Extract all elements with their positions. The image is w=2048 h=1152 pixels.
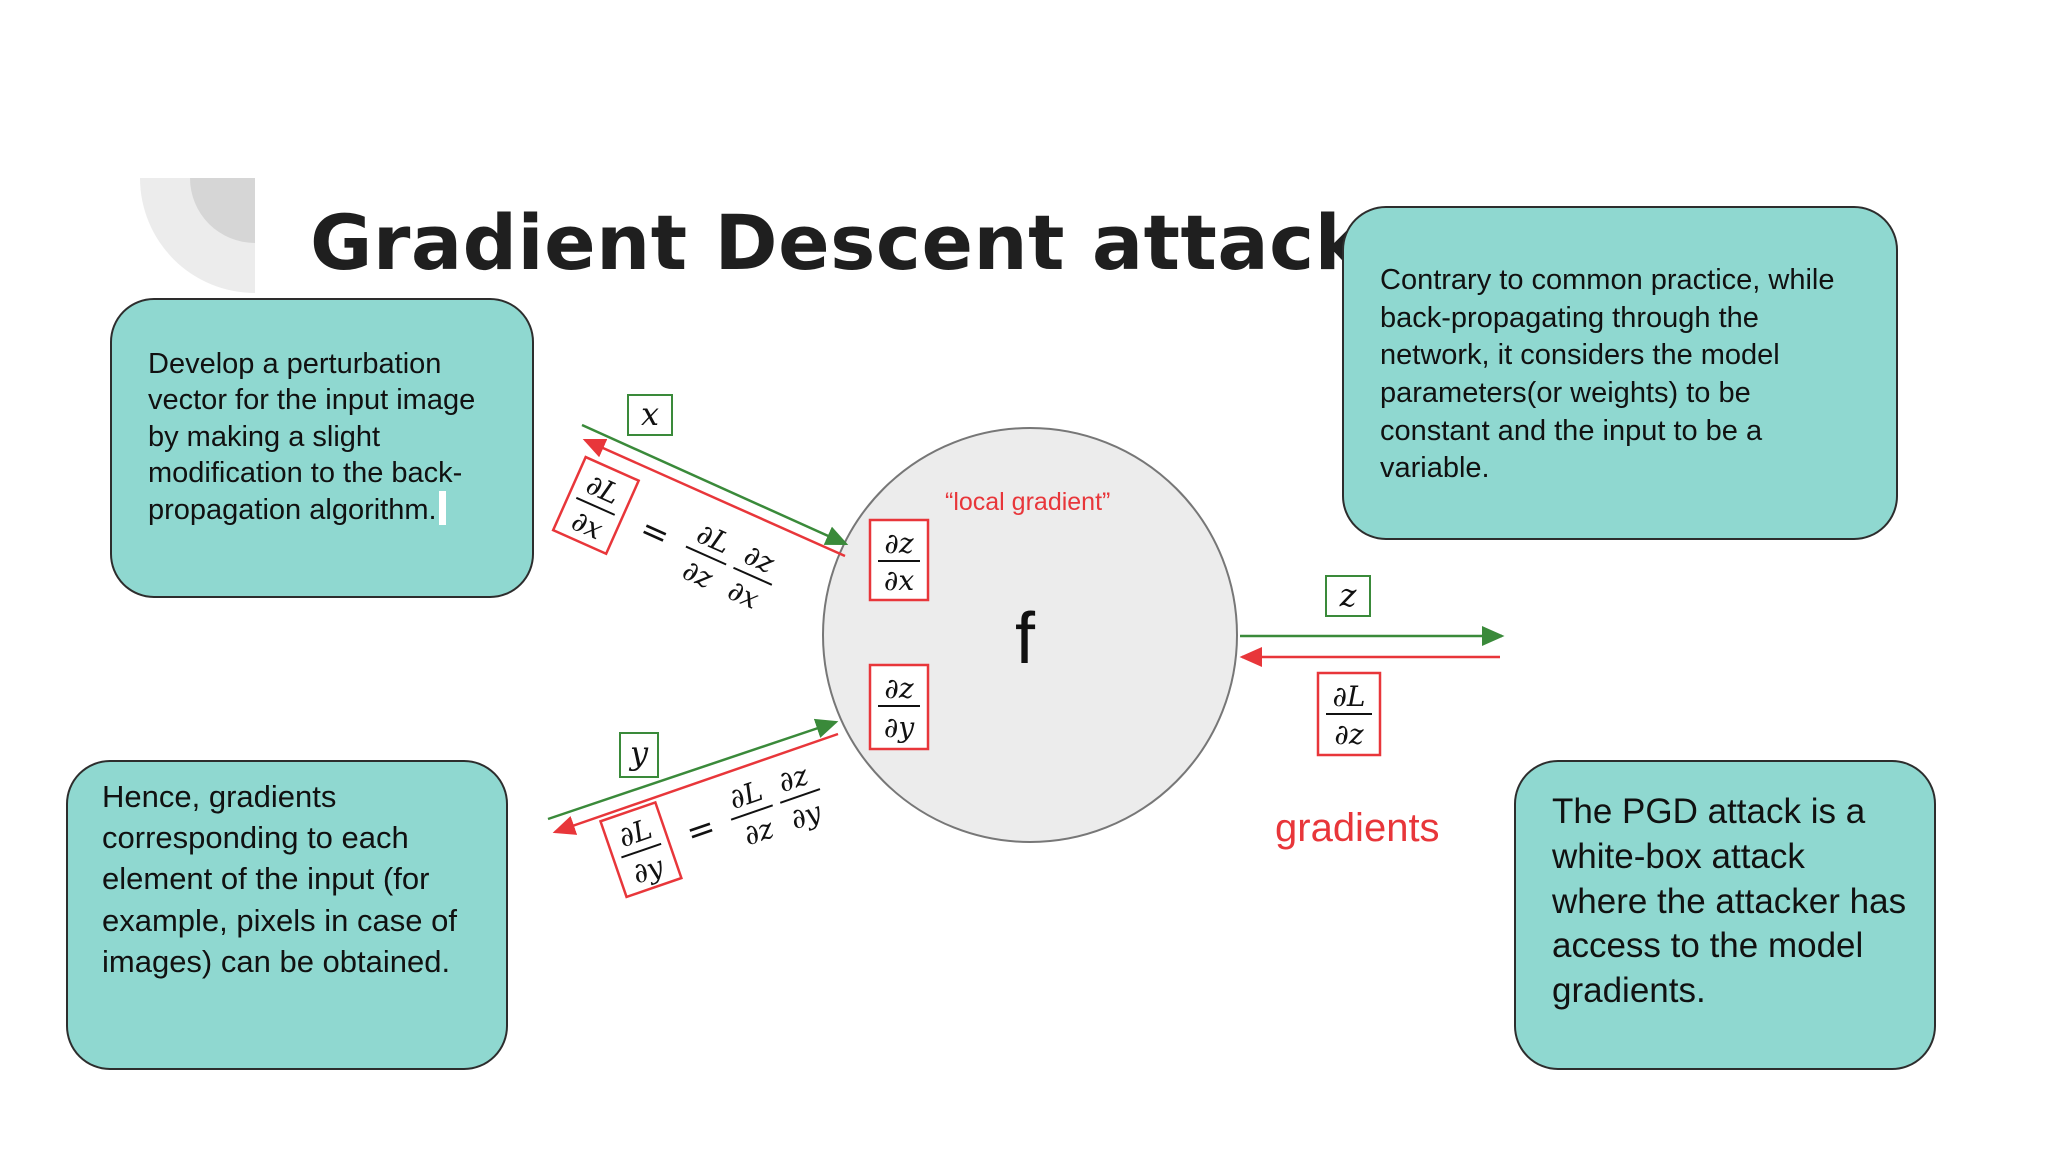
backward-arrow-y <box>552 732 839 835</box>
svg-text:∂x: ∂x <box>884 564 914 597</box>
local-gradient-dz-dy: ∂z ∂y <box>868 663 930 751</box>
input-x-label: x <box>627 394 673 436</box>
corner-decoration <box>140 178 255 293</box>
backward-arrow-x <box>582 438 846 558</box>
svg-text:∂L: ∂L <box>1332 680 1365 713</box>
input-y-label: y <box>619 732 659 778</box>
callout-gradients-text: Hence, gradients corresponding to each e… <box>102 779 457 979</box>
svg-text:∂y: ∂y <box>884 711 915 744</box>
svg-text:∂z: ∂z <box>884 527 913 560</box>
forward-arrow-y <box>547 718 839 821</box>
forward-arrow-x <box>581 423 849 546</box>
svg-text:∂z: ∂z <box>884 672 913 705</box>
svg-text:∂y: ∂y <box>786 795 827 836</box>
gradients-label: gradients <box>1275 806 1440 850</box>
upstream-gradient-dL-dz: ∂L ∂z <box>1316 671 1382 757</box>
svg-text:∂x: ∂x <box>723 573 764 616</box>
callout-pgd: The PGD attack is a white-box attack whe… <box>1514 760 1936 1070</box>
function-label: f <box>1015 599 1036 679</box>
svg-text:∂L: ∂L <box>692 517 736 561</box>
callout-perturbation-text: Develop a perturbation vector for the in… <box>148 348 476 526</box>
text-cursor <box>438 491 446 525</box>
svg-text:x: x <box>641 395 659 433</box>
svg-text:∂z: ∂z <box>739 811 778 852</box>
svg-text:z: z <box>1339 576 1358 614</box>
local-gradient-label: “local gradient” <box>945 488 1111 516</box>
callout-backprop-text: Contrary to common practice, while back-… <box>1380 264 1835 485</box>
svg-text:∂z: ∂z <box>1334 718 1363 751</box>
callout-pgd-text: The PGD attack is a white-box attack whe… <box>1552 792 1907 1011</box>
svg-text:=: = <box>634 509 676 557</box>
svg-text:y: y <box>628 734 649 772</box>
svg-text:∂z: ∂z <box>678 553 718 595</box>
local-gradient-dz-dx: ∂z ∂x <box>868 518 930 602</box>
callout-gradients: Hence, gradients corresponding to each e… <box>66 760 508 1070</box>
slide-title: Gradient Descent attack <box>310 198 1366 287</box>
chain-rule-x: ∂L ∂x = ∂L ∂z ∂z ∂x <box>551 455 780 616</box>
output-z-label: z <box>1325 575 1371 617</box>
callout-backprop: Contrary to common practice, while back-… <box>1342 206 1898 540</box>
svg-text:=: = <box>681 807 721 854</box>
callout-perturbation: Develop a perturbation vector for the in… <box>110 298 534 598</box>
